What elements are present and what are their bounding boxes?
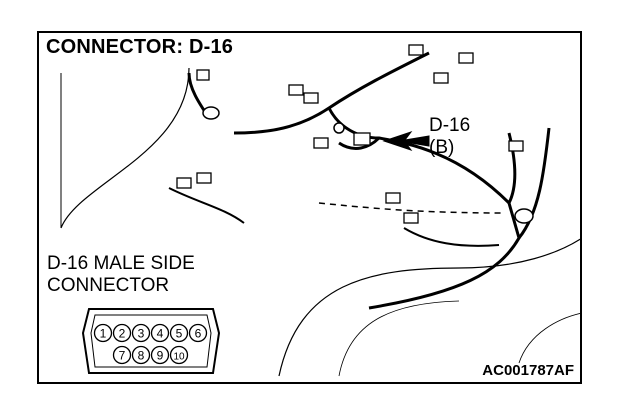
diagram-title: CONNECTOR: D-16 bbox=[46, 36, 234, 58]
connector-pin bbox=[112, 345, 132, 365]
connector-blocks bbox=[176, 44, 524, 224]
d16-connector bbox=[353, 132, 371, 146]
pin-number: 7 bbox=[119, 349, 126, 363]
pin-number: 5 bbox=[176, 327, 183, 341]
connector-side-label: D-16 MALE SIDE CONNECTOR bbox=[47, 253, 195, 297]
side-label-line-1: D-16 MALE SIDE bbox=[47, 253, 195, 274]
connector-pin bbox=[93, 323, 113, 343]
harness-dashed bbox=[318, 202, 505, 214]
firewall-grommet bbox=[202, 106, 220, 120]
connector-pin bbox=[188, 323, 208, 343]
inner-fender-outline bbox=[338, 300, 460, 377]
figure-code: AC001787AF bbox=[482, 362, 574, 379]
pin-number: 4 bbox=[157, 327, 164, 341]
pin-number: 1 bbox=[100, 327, 107, 341]
firewall-outline bbox=[60, 67, 190, 229]
connector-pin bbox=[169, 323, 189, 343]
connector-pin bbox=[112, 323, 132, 343]
pin-number: 9 bbox=[157, 349, 164, 363]
wheel-arch-outline bbox=[518, 313, 580, 364]
pin-number: 3 bbox=[138, 327, 145, 341]
fender-grommet bbox=[514, 208, 534, 224]
fender-outline bbox=[278, 238, 580, 377]
pin-number: 6 bbox=[195, 327, 202, 341]
pin-number: 2 bbox=[119, 327, 126, 341]
connector-pin bbox=[150, 323, 170, 343]
callout-connector-id: D-16 bbox=[429, 115, 471, 136]
callout-arrow bbox=[382, 131, 430, 151]
pin-number: 8 bbox=[138, 349, 145, 363]
wiring-harness bbox=[168, 51, 551, 310]
connector-callout: D-16 (B) bbox=[429, 115, 470, 159]
connector-pin bbox=[150, 345, 170, 365]
side-label-line-2: CONNECTOR bbox=[47, 275, 170, 296]
pin-number: 10 bbox=[173, 352, 185, 363]
callout-connector-variant: (B) bbox=[429, 137, 455, 158]
connector-pin bbox=[131, 323, 151, 343]
connector-pin bbox=[131, 345, 151, 365]
connector-pin bbox=[169, 345, 189, 365]
